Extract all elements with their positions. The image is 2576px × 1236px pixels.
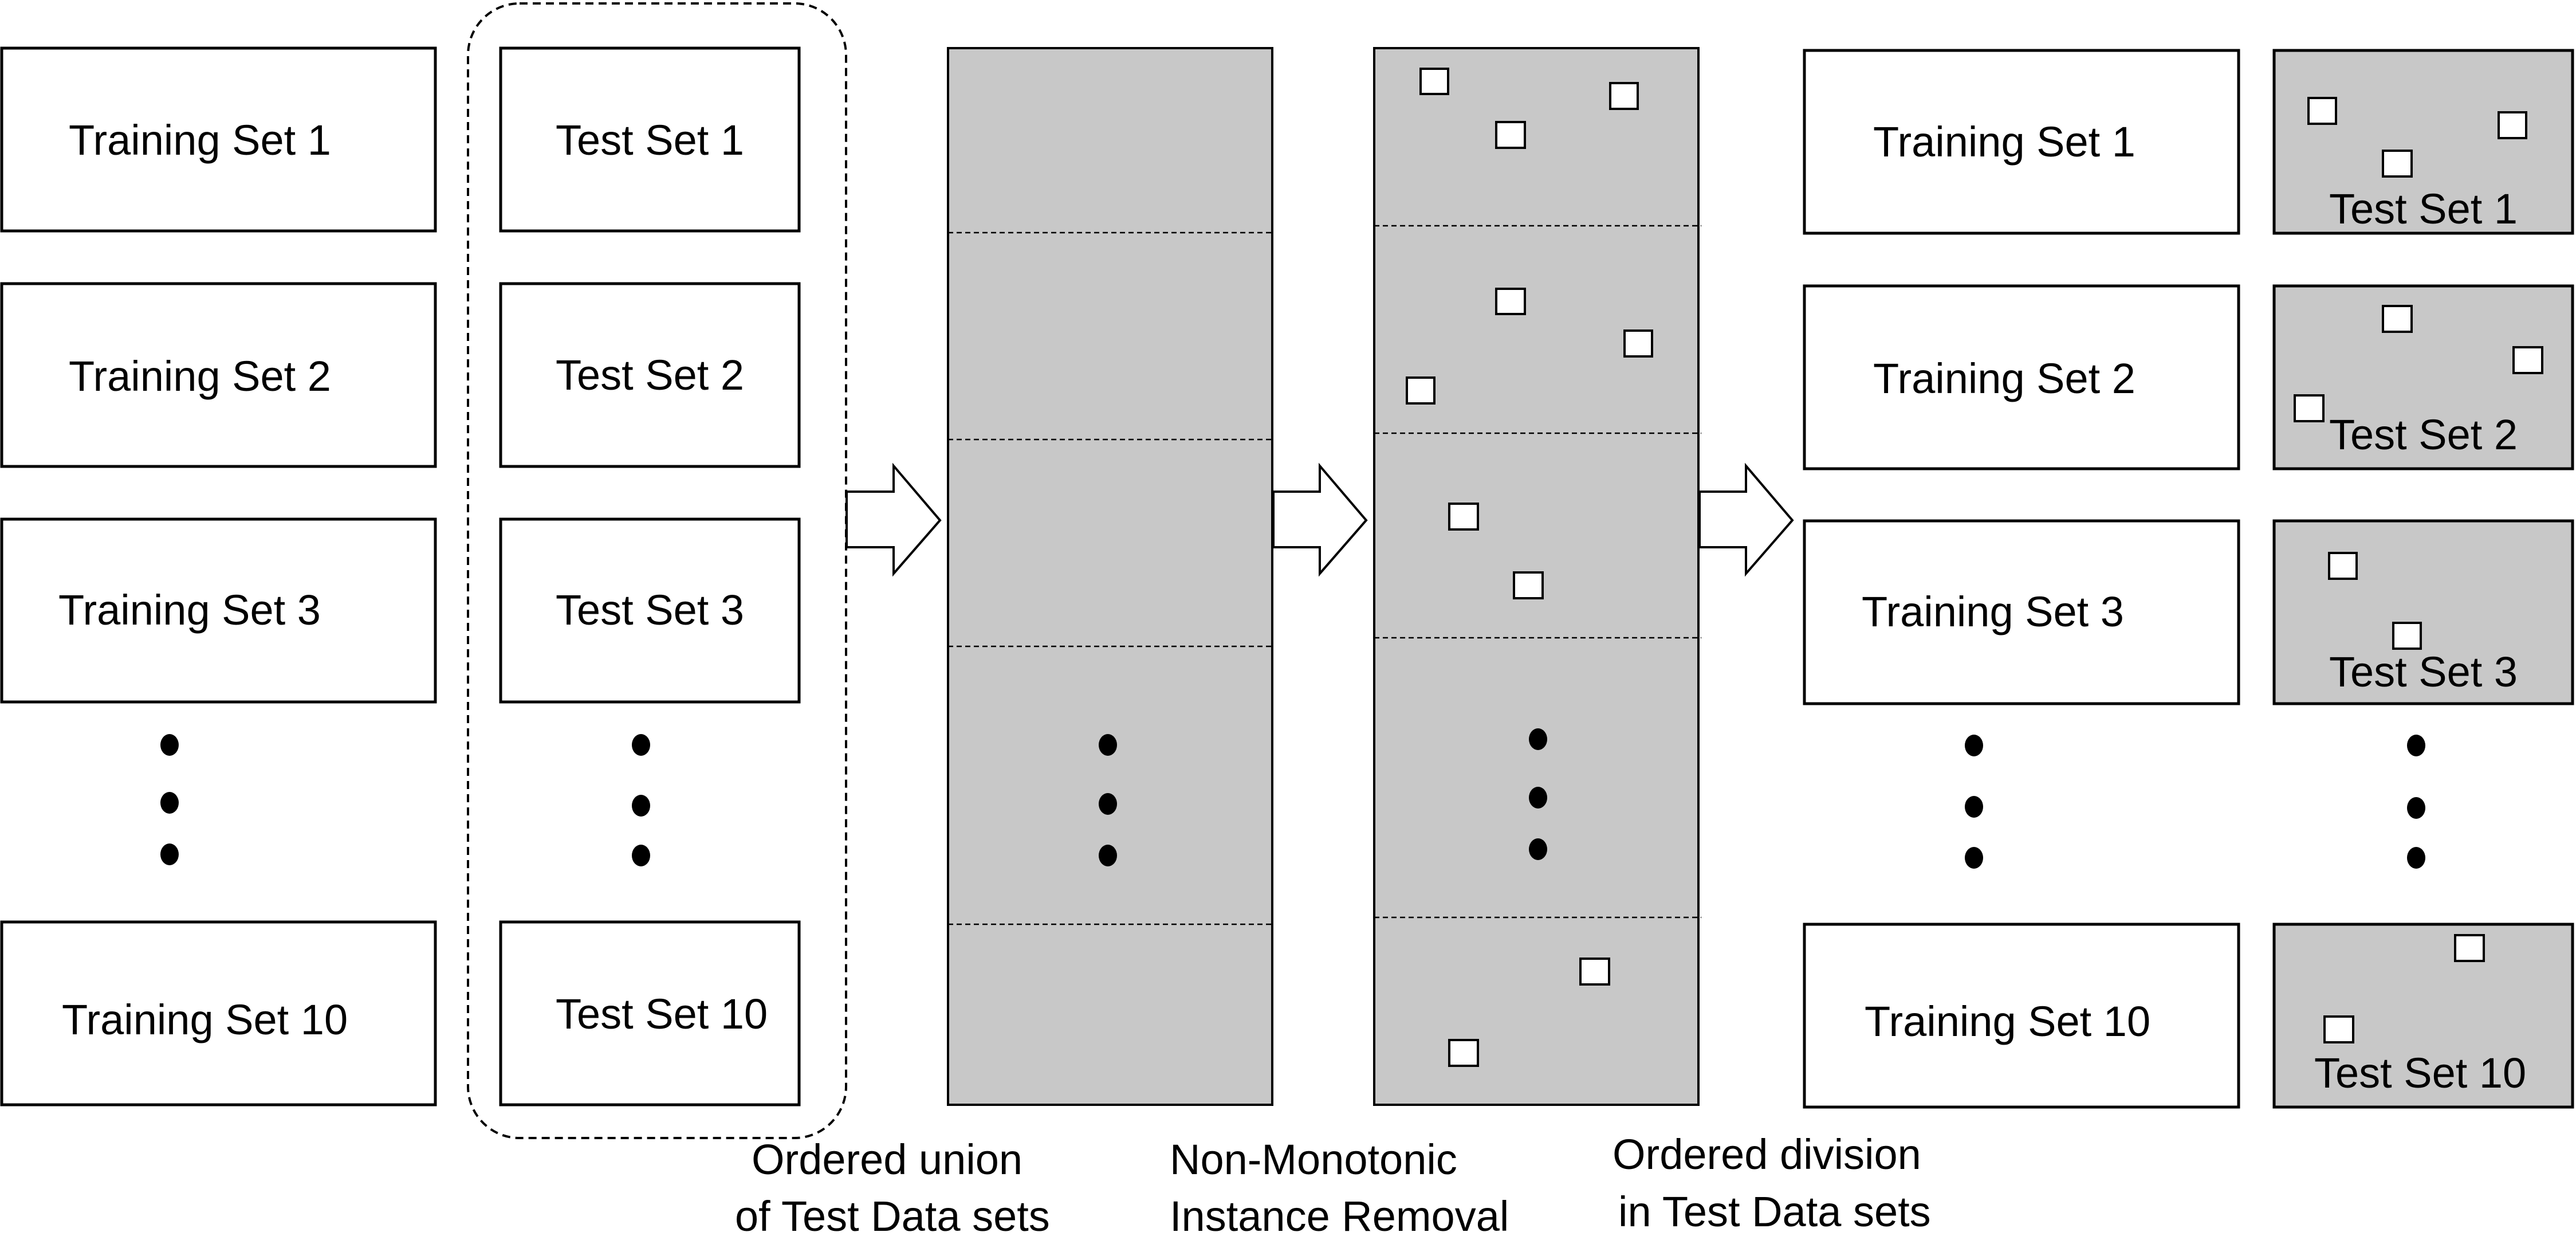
- partition-lines: [1374, 225, 1701, 919]
- output-training-sets-column: Training Set 1 Training Set 2 Training S…: [1803, 49, 2240, 1109]
- caption-line: in Test Data sets: [1618, 1188, 1931, 1235]
- caption-line: Ordered union: [752, 1136, 1022, 1183]
- remaining-instance-marker: [2294, 97, 2543, 1043]
- test-set-2-box: [499, 282, 801, 468]
- test-set-10-box: [499, 920, 801, 1106]
- caption-ordered-union: Ordered union of Test Data sets: [735, 1136, 1050, 1236]
- caption-line: Non-Monotonic: [1170, 1136, 1457, 1183]
- test-set-1-label: Test Set 1: [556, 116, 744, 164]
- output-test-set-1-box: [2272, 49, 2574, 235]
- training-set-1-label: Training Set 1: [69, 116, 331, 164]
- output-training-set-3-label: Training Set 3: [1862, 588, 2124, 635]
- training-set-2-label: Training Set 2: [69, 352, 331, 400]
- output-training-set-10-label: Training Set 10: [1865, 998, 2150, 1045]
- training-sets-column: Training Set 1 Training Set 2 Training S…: [0, 46, 437, 1106]
- caption-instance-removal: Non-Monotonic Instance Removal: [1170, 1136, 1509, 1236]
- test-sets-group-outline: [467, 2, 847, 1139]
- ellipsis-dots: [1529, 728, 1547, 860]
- output-test-set-10-label: Test Set 10: [2314, 1049, 2526, 1097]
- output-test-sets-column: Test Set 1 Test Set 2 Test Set 3 Test Se…: [2272, 49, 2574, 1109]
- output-test-set-3-label: Test Set 3: [2329, 648, 2518, 696]
- ellipsis-dots: [2407, 735, 2425, 869]
- test-sets-column: Test Set 1 Test Set 2 Test Set 3 Test Se…: [467, 2, 847, 1139]
- ellipsis-dots: [1965, 735, 1983, 869]
- output-test-set-2-box: [2272, 284, 2574, 470]
- arrow-right-icon: [1698, 462, 1794, 577]
- output-training-set-10-box: [1803, 923, 2240, 1109]
- ellipsis-dots: [632, 734, 650, 866]
- training-set-3-label: Training Set 3: [58, 586, 321, 634]
- arrow-right-icon: [1272, 462, 1368, 577]
- training-set-10-box: [0, 920, 437, 1106]
- training-set-1-box: [0, 46, 437, 233]
- training-set-10-label: Training Set 10: [62, 996, 348, 1043]
- output-test-set-1-label: Test Set 1: [2329, 185, 2518, 233]
- ellipsis-dots: [1099, 734, 1117, 866]
- output-training-set-1-label: Training Set 1: [1873, 118, 2135, 166]
- union-gray-column: [947, 47, 1273, 1106]
- instance-removal-block: [1373, 47, 1701, 1106]
- arrow-right-icon: [845, 462, 942, 577]
- output-training-set-1-box: [1803, 49, 2240, 235]
- output-training-set-3-box: [1803, 519, 2240, 705]
- output-training-set-2-box: [1803, 284, 2240, 470]
- caption-line: Ordered division: [1613, 1131, 1921, 1178]
- ordered-union-block: [947, 47, 1273, 1106]
- test-set-1-box: [499, 46, 801, 233]
- training-set-2-box: [0, 282, 437, 468]
- caption-line: Instance Removal: [1170, 1192, 1509, 1236]
- training-set-3-box: [0, 517, 437, 704]
- removed-instance-marker: [1406, 68, 1653, 1067]
- caption-ordered-division: Ordered division in Test Data sets: [1613, 1131, 1931, 1235]
- output-test-set-3-box: [2272, 519, 2574, 705]
- test-set-3-label: Test Set 3: [556, 586, 744, 634]
- ellipsis-dots: [160, 734, 179, 865]
- test-set-2-label: Test Set 2: [556, 351, 744, 399]
- test-set-10-label: Test Set 10: [556, 990, 768, 1038]
- test-set-3-box: [499, 517, 801, 704]
- output-training-set-2-label: Training Set 2: [1873, 355, 2135, 402]
- partition-lines: [948, 231, 1272, 925]
- caption-line: of Test Data sets: [735, 1192, 1050, 1236]
- output-test-set-2-label: Test Set 2: [2329, 411, 2518, 458]
